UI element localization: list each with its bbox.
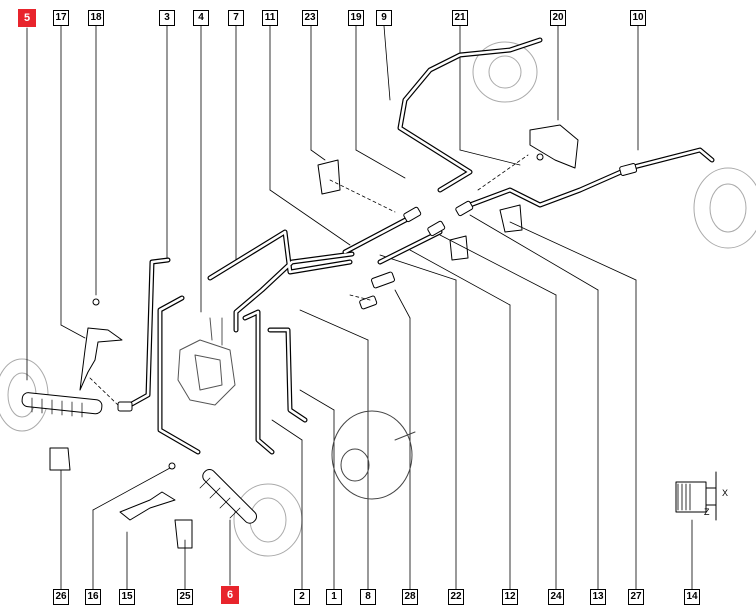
callout-label: 12 <box>502 589 518 605</box>
callout-label: 28 <box>402 589 418 605</box>
dimension-letter-x: X <box>722 488 729 498</box>
callout-label: 22 <box>448 589 464 605</box>
callout-label: 15 <box>119 589 135 605</box>
abs-hydraulic-unit <box>177 317 236 406</box>
callout-label: 9 <box>376 10 392 26</box>
dimension-letter-z: Z <box>704 507 710 517</box>
callout-label: 27 <box>628 589 644 605</box>
callout-label: 18 <box>88 10 104 26</box>
brackets <box>49 124 579 549</box>
wheel-rear-left <box>472 41 538 103</box>
callout-label: 21 <box>452 10 468 26</box>
unions <box>92 153 638 470</box>
callout-label: 10 <box>630 10 646 26</box>
callout-label: 1 <box>326 589 342 605</box>
callout-label: 14 <box>684 589 700 605</box>
leader-lines <box>26 25 693 591</box>
callout-label: 20 <box>550 10 566 26</box>
callout-label: 19 <box>348 10 364 26</box>
callout-label: 6 <box>221 586 239 604</box>
callout-label: 11 <box>262 10 278 26</box>
callout-label: 26 <box>53 589 69 605</box>
callout-label: 23 <box>302 10 318 26</box>
callout-label: 8 <box>360 589 376 605</box>
brake-pipes-inner <box>128 38 714 454</box>
callout-label: 7 <box>228 10 244 26</box>
dashed-arrows <box>89 154 529 406</box>
flexible-hose-front-right <box>199 468 258 524</box>
callout-label: 17 <box>53 10 69 26</box>
callout-label: 3 <box>159 10 175 26</box>
wheel-rear-right <box>693 167 756 249</box>
callout-label: 24 <box>548 589 564 605</box>
brake-pipes <box>127 37 715 455</box>
callout-label: 16 <box>85 589 101 605</box>
callout-label: 5 <box>18 9 36 27</box>
callout-label: 4 <box>193 10 209 26</box>
callout-label: 25 <box>177 589 193 605</box>
callout-label: 2 <box>294 589 310 605</box>
brake-servo <box>331 410 416 500</box>
flexible-hose-front-left <box>21 392 103 418</box>
callout-label: 13 <box>590 589 606 605</box>
union-dimension-detail <box>675 471 717 521</box>
